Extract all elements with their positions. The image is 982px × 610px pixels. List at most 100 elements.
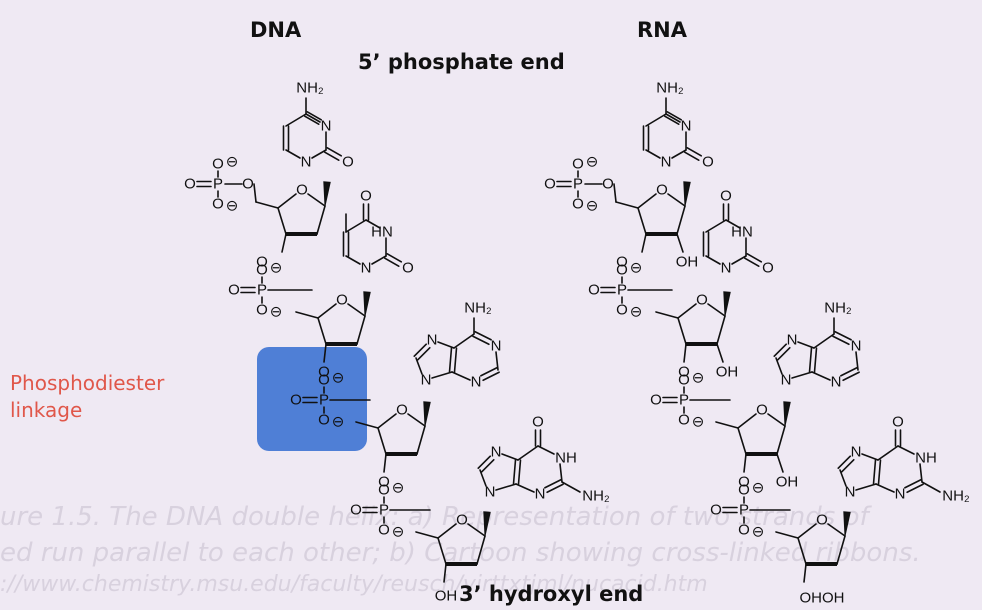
ring-nitrogen: N <box>485 484 496 501</box>
ring-oxygen: O <box>296 182 308 199</box>
ring-nh: NH <box>915 450 937 467</box>
bond <box>645 113 667 127</box>
bond <box>641 233 647 253</box>
bond <box>776 425 786 455</box>
bond <box>495 483 517 491</box>
bond <box>836 535 846 565</box>
phosphodiester-label: Phosphodiester linkage <box>10 370 164 424</box>
bond <box>415 531 439 539</box>
bond <box>737 427 747 455</box>
phosphate-oxygen: O <box>256 262 268 279</box>
bond <box>307 193 326 207</box>
negative-charge: ⊖ <box>586 154 599 171</box>
wedge-bond <box>683 181 691 207</box>
bond <box>797 523 817 539</box>
bond <box>743 453 747 473</box>
bond <box>347 303 366 317</box>
phosphorus-1: P <box>257 282 267 299</box>
bond <box>676 205 686 235</box>
bond <box>827 523 846 537</box>
double-bond <box>872 458 877 485</box>
bond <box>645 149 661 159</box>
carbonyl-oxygen: O <box>892 414 904 431</box>
double-bond <box>808 346 813 373</box>
ring-oxygen: O <box>396 402 408 419</box>
double-bond <box>904 478 922 489</box>
phosphate-oxygen: O <box>318 372 330 389</box>
phosphate-oxygen: O <box>650 392 662 409</box>
bond <box>797 537 807 565</box>
negative-charge: ⊖ <box>586 198 599 215</box>
negative-charge: ⊖ <box>226 154 239 171</box>
ring-nh: HN <box>371 224 393 241</box>
bond <box>676 233 684 253</box>
double-bond <box>303 115 320 125</box>
phosphate-oxygen: O <box>572 196 584 213</box>
bond <box>355 421 379 429</box>
terminal-hydroxyls: OHOH <box>800 590 845 607</box>
wedge-bond <box>363 291 371 317</box>
bond <box>437 523 457 539</box>
bond <box>855 483 877 491</box>
phosphate-oxygen: O <box>318 412 330 429</box>
double-bond <box>477 455 492 470</box>
phosphate-oxygen: O <box>544 176 556 193</box>
phosphorus-3: P <box>379 502 389 519</box>
negative-charge: ⊖ <box>692 414 705 431</box>
ring-nitrogen: N <box>491 444 502 461</box>
bond <box>737 413 757 429</box>
ring-oxygen: O <box>456 512 468 529</box>
bond <box>615 201 639 209</box>
ester-oxygen: O <box>616 254 628 271</box>
negative-charge: ⊖ <box>226 198 239 215</box>
double-bond <box>416 346 431 361</box>
double-bond <box>517 459 522 486</box>
ring-nitrogen: N <box>831 374 842 391</box>
bond <box>305 113 321 123</box>
ring-nitrogen: N <box>471 374 482 391</box>
bond <box>921 481 941 493</box>
phosphate-oxygen: O <box>212 196 224 213</box>
phosphorus-5prime: P <box>573 176 583 193</box>
bond <box>613 183 617 203</box>
double-bond <box>683 151 700 161</box>
phosphodiester-label-line-1: Phosphodiester <box>10 371 165 395</box>
bond <box>285 149 301 159</box>
bond <box>811 371 831 381</box>
bond <box>677 317 687 345</box>
bond <box>861 453 879 461</box>
bond <box>345 255 361 265</box>
phosphate-oxygen: O <box>738 482 750 499</box>
bond <box>377 427 387 455</box>
phosphorus-2: P <box>679 392 689 409</box>
double-bond <box>386 253 403 263</box>
double-bond <box>546 483 564 494</box>
ring-nitrogen: N <box>427 332 438 349</box>
phosphate-oxygen: O <box>256 302 268 319</box>
hydroxyl-2prime: OH <box>676 254 699 271</box>
bond <box>277 193 297 209</box>
phosphorus-2: P <box>319 392 329 409</box>
double-bond <box>840 458 855 473</box>
negative-charge: ⊖ <box>392 480 405 497</box>
bond <box>323 343 327 363</box>
bond <box>295 311 319 319</box>
ring-nitrogen: N <box>845 484 856 501</box>
negative-charge: ⊖ <box>692 370 705 387</box>
double-bond <box>666 111 683 121</box>
double-bond <box>837 455 852 470</box>
negative-charge: ⊖ <box>630 260 643 277</box>
bond <box>437 341 455 349</box>
ring-nitrogen: N <box>491 338 502 355</box>
phosphate-oxygen: O <box>228 282 240 299</box>
double-bond <box>306 111 323 121</box>
double-bond <box>480 458 495 473</box>
ester-oxygen: O <box>602 176 614 193</box>
dna-title: DNA <box>250 18 302 42</box>
bond <box>285 113 307 127</box>
ring-nitrogen: N <box>681 118 692 135</box>
bond <box>356 315 366 345</box>
bond <box>365 219 381 229</box>
ester-oxygen: O <box>738 474 750 491</box>
